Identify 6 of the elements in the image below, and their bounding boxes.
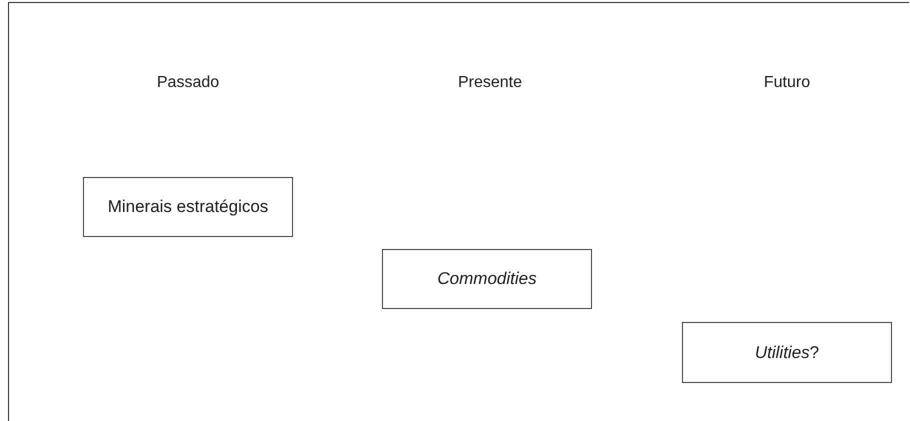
column-heading: Futuro — [764, 74, 810, 92]
column-heading: Passado — [156, 74, 220, 92]
text-box: Minerais estratégicos — [83, 177, 293, 237]
text-box: Commodities — [382, 249, 592, 309]
column-heading: Presente — [458, 74, 522, 92]
text-box: Utilities? — [682, 322, 892, 383]
